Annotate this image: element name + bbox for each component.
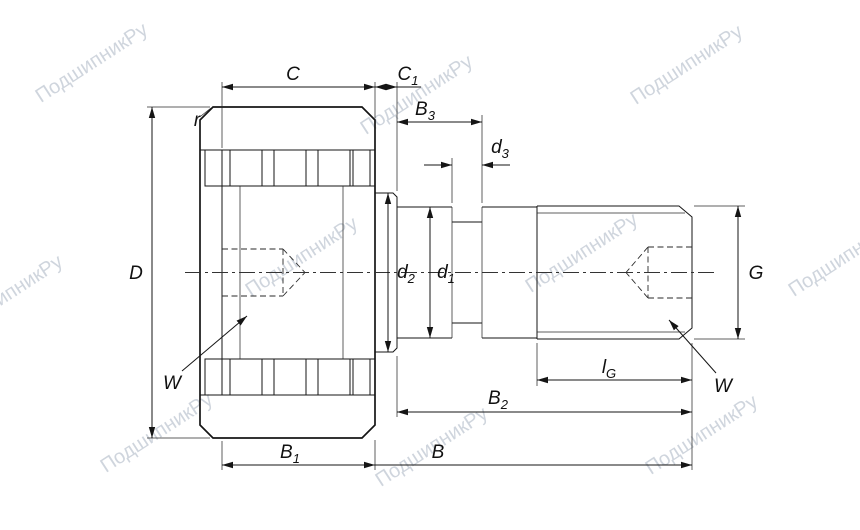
- dim-label-d1: d1: [437, 262, 455, 286]
- watermark-text: ПодшипникРу: [97, 389, 217, 478]
- dim-label-b3: B3: [415, 99, 436, 123]
- dim-label-c1: C1: [398, 64, 419, 88]
- roller-outline: [199, 106, 376, 439]
- hex-socket-right: [625, 246, 692, 299]
- hex-socket-left: [222, 248, 306, 297]
- dim-label-D: D: [129, 263, 143, 284]
- watermark-text: ПодшипникРу: [627, 21, 747, 110]
- dim-label-c: C: [286, 64, 300, 85]
- dim-label-d3: d3: [491, 137, 510, 161]
- dimension-lines: [148, 83, 742, 469]
- watermark-text: ПодшипникРу: [32, 19, 152, 108]
- dim-label-b2: B2: [488, 388, 509, 412]
- watermark-text: ПодшипникРу: [522, 209, 642, 298]
- dim-label-r: r: [194, 110, 201, 131]
- watermark-text: ПодшипникРу: [785, 213, 860, 302]
- watermark-text: ПодшипникРу: [242, 213, 362, 302]
- dim-label-G: G: [749, 263, 764, 284]
- dim-label-w-left: W: [163, 373, 183, 394]
- dim-label-lg: lG: [602, 357, 616, 381]
- watermark-text: ПодшипникРу: [642, 391, 762, 480]
- dimension-labels: C C1 B3 d3 D d2 d1 G W W lG B2 B1 B r: [129, 64, 763, 466]
- dim-label-w-right: W: [714, 376, 734, 397]
- dim-label-b1: B1: [280, 442, 300, 466]
- dim-label-d2: d2: [397, 262, 416, 286]
- dim-label-b: B: [432, 442, 445, 463]
- watermark-text: ПодшипникРу: [0, 251, 67, 340]
